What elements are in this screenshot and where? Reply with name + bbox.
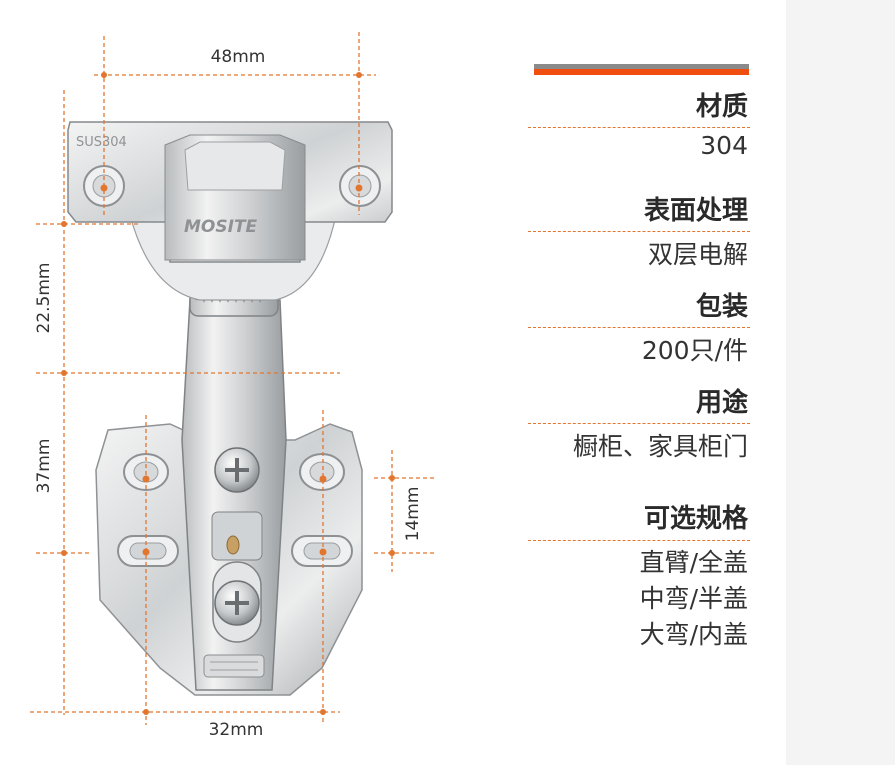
material-stamp: SUS304 [76,135,127,150]
dim-height-lower: 37mm [34,439,54,494]
dim-width-top: 48mm [211,47,266,67]
spec-heading-options: 可选规格 [643,504,748,534]
spec-value-option-3: 大弯/内盖 [639,620,748,649]
spec-value-packaging: 200只/件 [641,336,748,365]
spec-value-option-1: 直臂/全盖 [639,548,748,577]
spec-heading-usage: 用途 [695,388,748,418]
accent-bar [534,64,749,75]
spec-heading-material: 材质 [695,92,748,122]
dim-height-upper: 22.5mm [34,263,54,334]
hinge-drawing: SUS304 MOSITE 48mm 22.5mm 37mm 14mm 32mm [30,32,434,740]
divider [528,327,750,328]
divider [528,540,750,541]
divider [528,231,750,232]
spec-value-usage: 橱柜、家具柜门 [572,432,748,461]
spec-value-material: 304 [700,131,748,160]
spec-heading-surface: 表面处理 [643,196,748,226]
spec-value-surface: 双层电解 [647,240,748,269]
spec-value-option-2: 中弯/半盖 [639,584,748,613]
dim-slot-spacing: 14mm [403,487,423,542]
spec-heading-packaging: 包装 [695,292,748,322]
brand-stamp: MOSITE [184,217,258,237]
divider [528,127,750,128]
dimension-lines [30,32,434,725]
side-background [786,0,895,765]
dim-width-bottom: 32mm [209,720,264,740]
divider [528,423,750,424]
